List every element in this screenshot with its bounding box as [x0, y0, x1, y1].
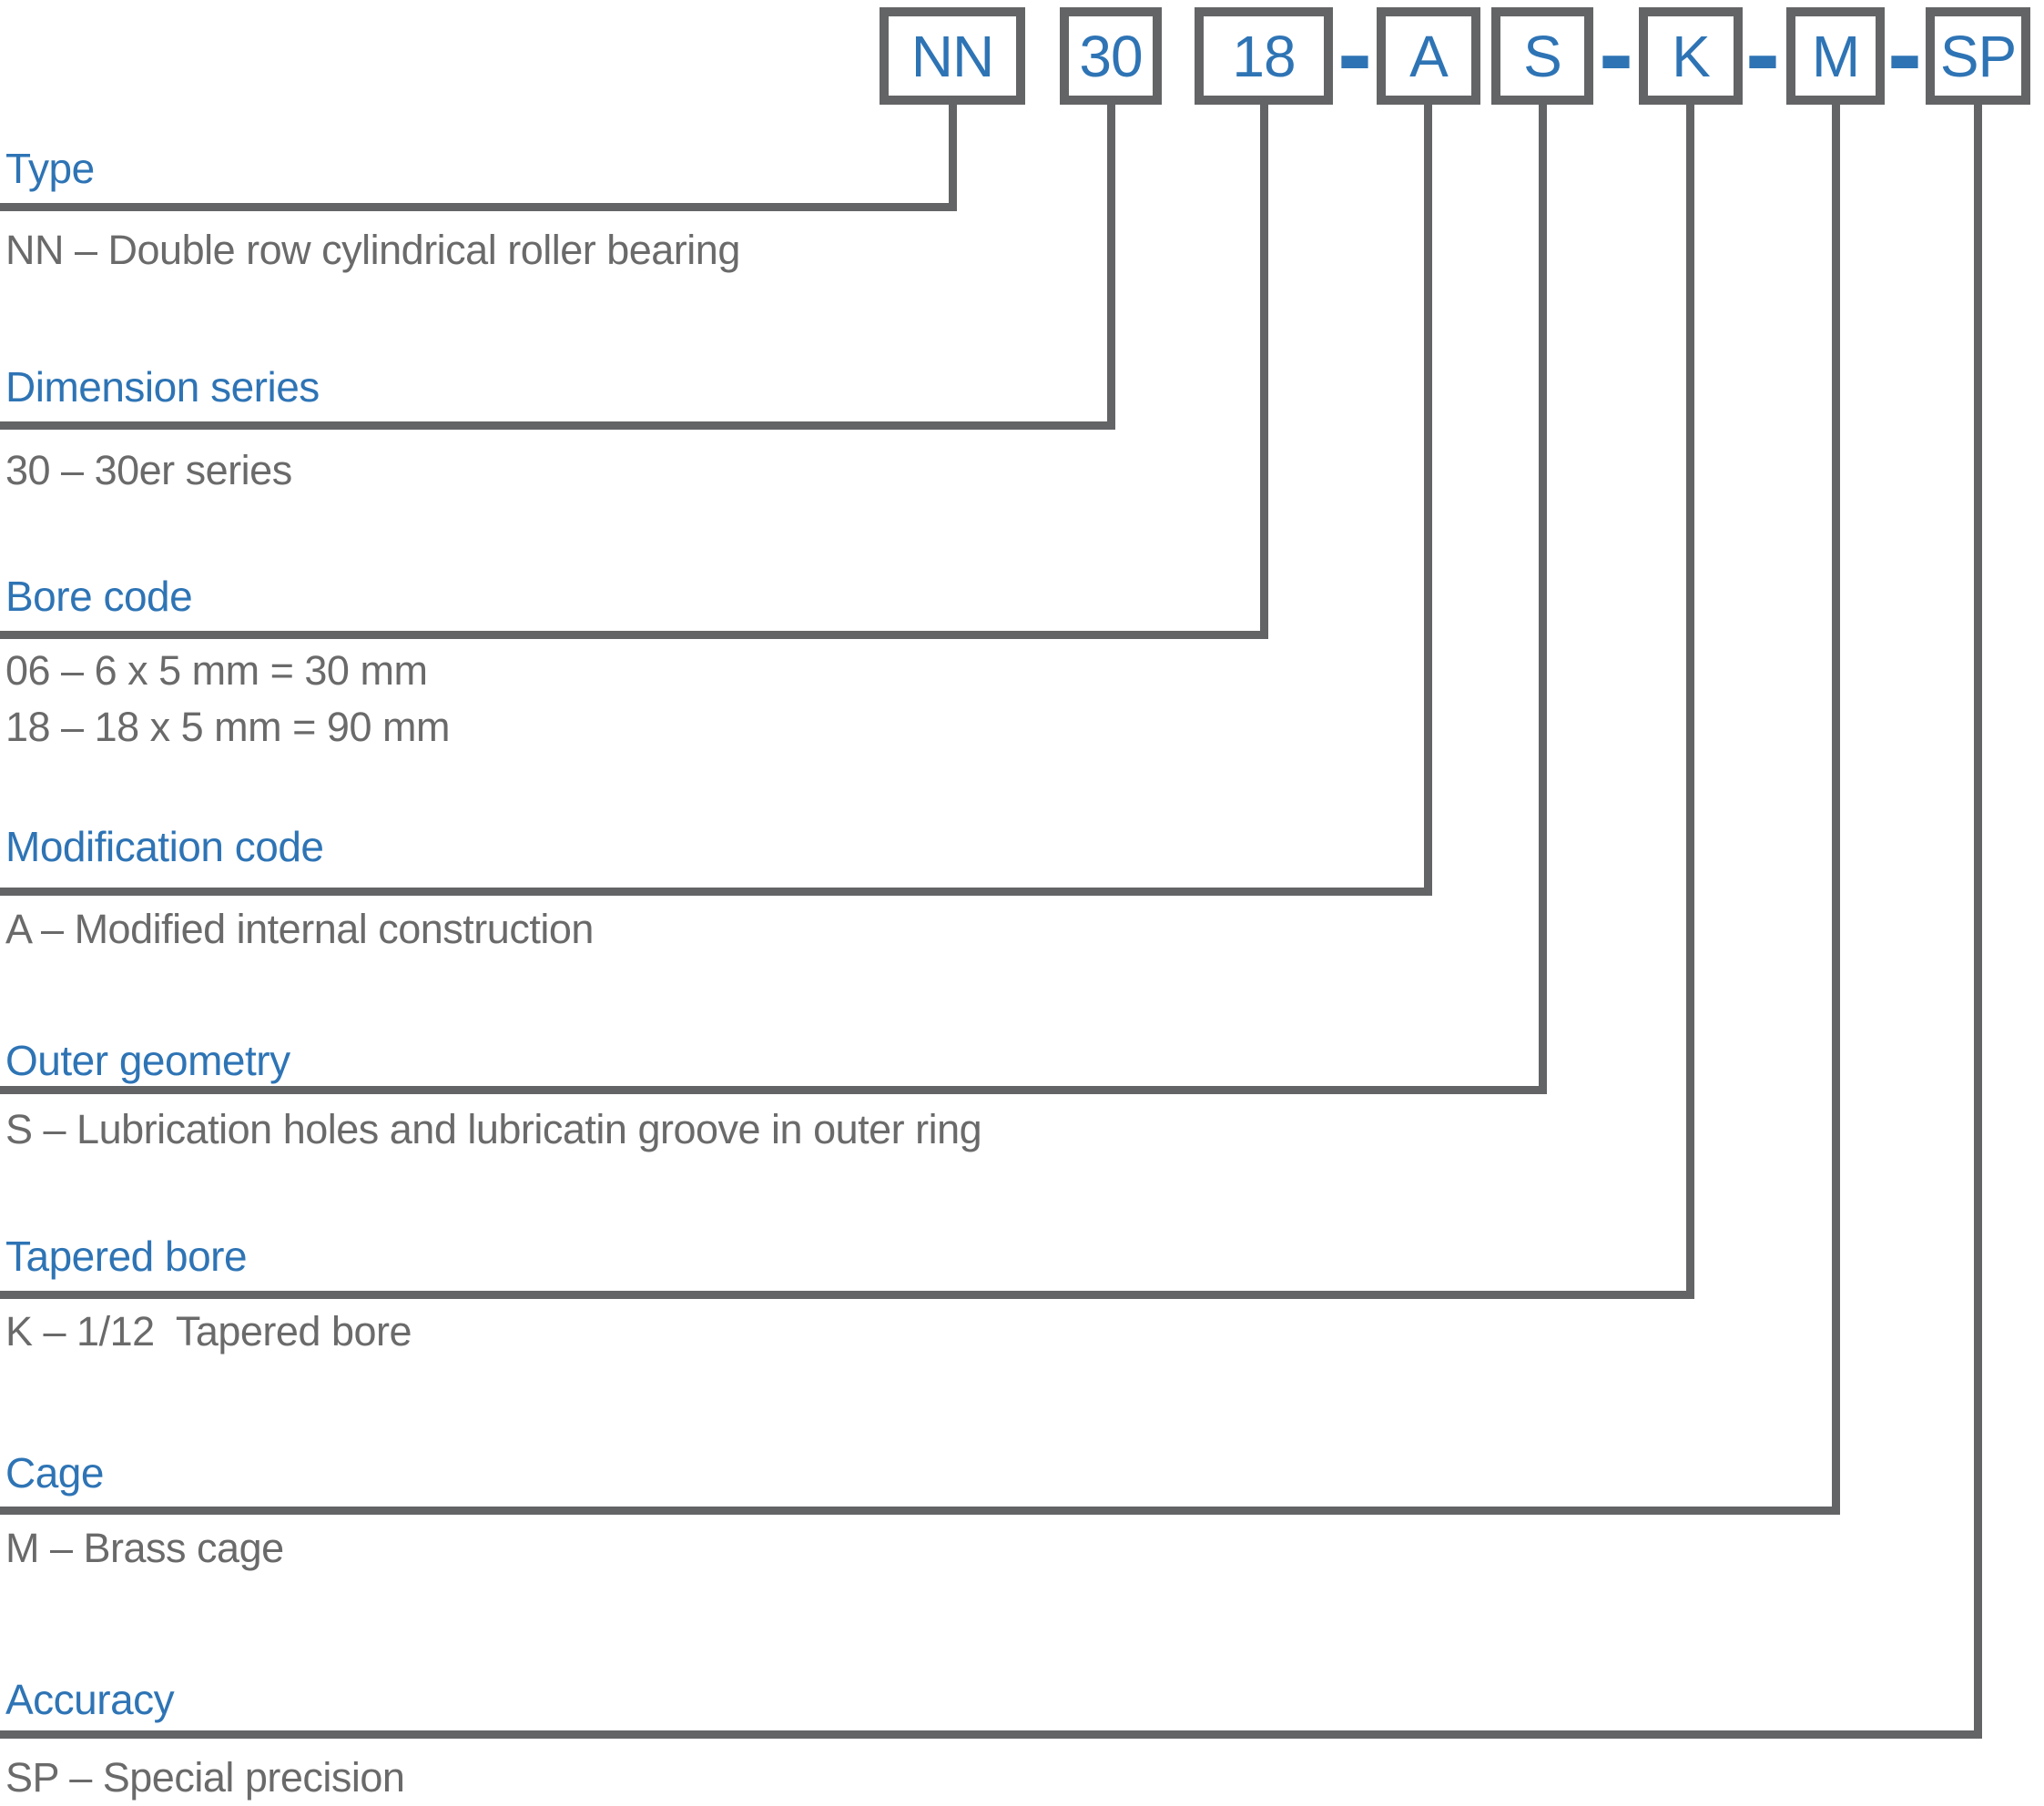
code-separator-dash: - — [1744, 0, 1781, 112]
section-rule-type — [0, 203, 956, 211]
section-text-cage: M – Brass cage — [5, 1525, 284, 1571]
section-rule-tapered-bore — [0, 1291, 1694, 1299]
section-heading-outer-geometry: Outer geometry — [5, 1037, 290, 1084]
section-heading-dimension-series: Dimension series — [5, 363, 320, 411]
code-text-type: NN — [910, 23, 994, 89]
code-box-modification-code: A — [1377, 7, 1480, 105]
section-text-bore-code-2: 18 – 18 x 5 mm = 90 mm — [5, 704, 450, 750]
connector-line-bore-code — [1260, 100, 1268, 639]
section-heading-bore-code: Bore code — [5, 573, 193, 620]
section-heading-modification-code: Modification code — [5, 823, 324, 870]
code-text-bore-code: 18 — [1232, 23, 1296, 89]
section-text-dimension-series: 30 – 30er series — [5, 447, 292, 493]
code-box-dimension-series: 30 — [1060, 7, 1162, 105]
connector-line-outer-geometry — [1539, 100, 1547, 1094]
section-rule-outer-geometry — [0, 1086, 1546, 1094]
section-text-accuracy: SP – Special precision — [5, 1754, 405, 1801]
connector-line-tapered-bore — [1686, 100, 1694, 1299]
code-text-outer-geometry: S — [1523, 23, 1562, 89]
code-text-tapered-bore: K — [1672, 23, 1711, 89]
code-text-cage: M — [1811, 23, 1860, 89]
section-text-outer-geometry: S – Lubrication holes and lubricatin gro… — [5, 1106, 982, 1152]
section-heading-accuracy: Accuracy — [5, 1676, 175, 1723]
code-box-cage: M — [1786, 7, 1885, 105]
connector-line-accuracy — [1974, 100, 1982, 1739]
section-heading-type: Type — [5, 145, 95, 192]
section-text-type: NN – Double row cylindrical roller beari… — [5, 227, 740, 273]
section-text-bore-code-1: 06 – 6 x 5 mm = 30 mm — [5, 647, 428, 694]
code-separator-dash: - — [1598, 0, 1634, 112]
section-text-tapered-bore: K – 1/12 Tapered bore — [5, 1308, 412, 1354]
code-separator-dash: - — [1337, 0, 1373, 112]
code-text-dimension-series: 30 — [1079, 23, 1143, 89]
section-rule-dimension-series — [0, 421, 1114, 430]
code-box-type: NN — [880, 7, 1025, 105]
code-box-bore-code: 18 — [1195, 7, 1333, 105]
code-box-outer-geometry: S — [1491, 7, 1593, 105]
code-text-modification-code: A — [1409, 23, 1449, 89]
connector-line-modification-code — [1424, 100, 1432, 896]
section-heading-tapered-bore: Tapered bore — [5, 1233, 248, 1280]
code-box-accuracy: SP — [1926, 7, 2030, 105]
section-rule-accuracy — [0, 1730, 1982, 1739]
code-separator-dash: - — [1886, 0, 1923, 112]
connector-line-dimension-series — [1107, 100, 1115, 430]
section-rule-modification-code — [0, 888, 1432, 896]
section-rule-bore-code — [0, 631, 1267, 639]
section-rule-cage — [0, 1507, 1839, 1515]
section-text-modification-code: A – Modified internal construction — [5, 906, 594, 952]
code-text-accuracy: SP — [1939, 23, 2017, 89]
code-box-tapered-bore: K — [1639, 7, 1743, 105]
section-heading-cage: Cage — [5, 1449, 104, 1497]
connector-line-type — [949, 100, 957, 211]
connector-line-cage — [1832, 100, 1840, 1515]
